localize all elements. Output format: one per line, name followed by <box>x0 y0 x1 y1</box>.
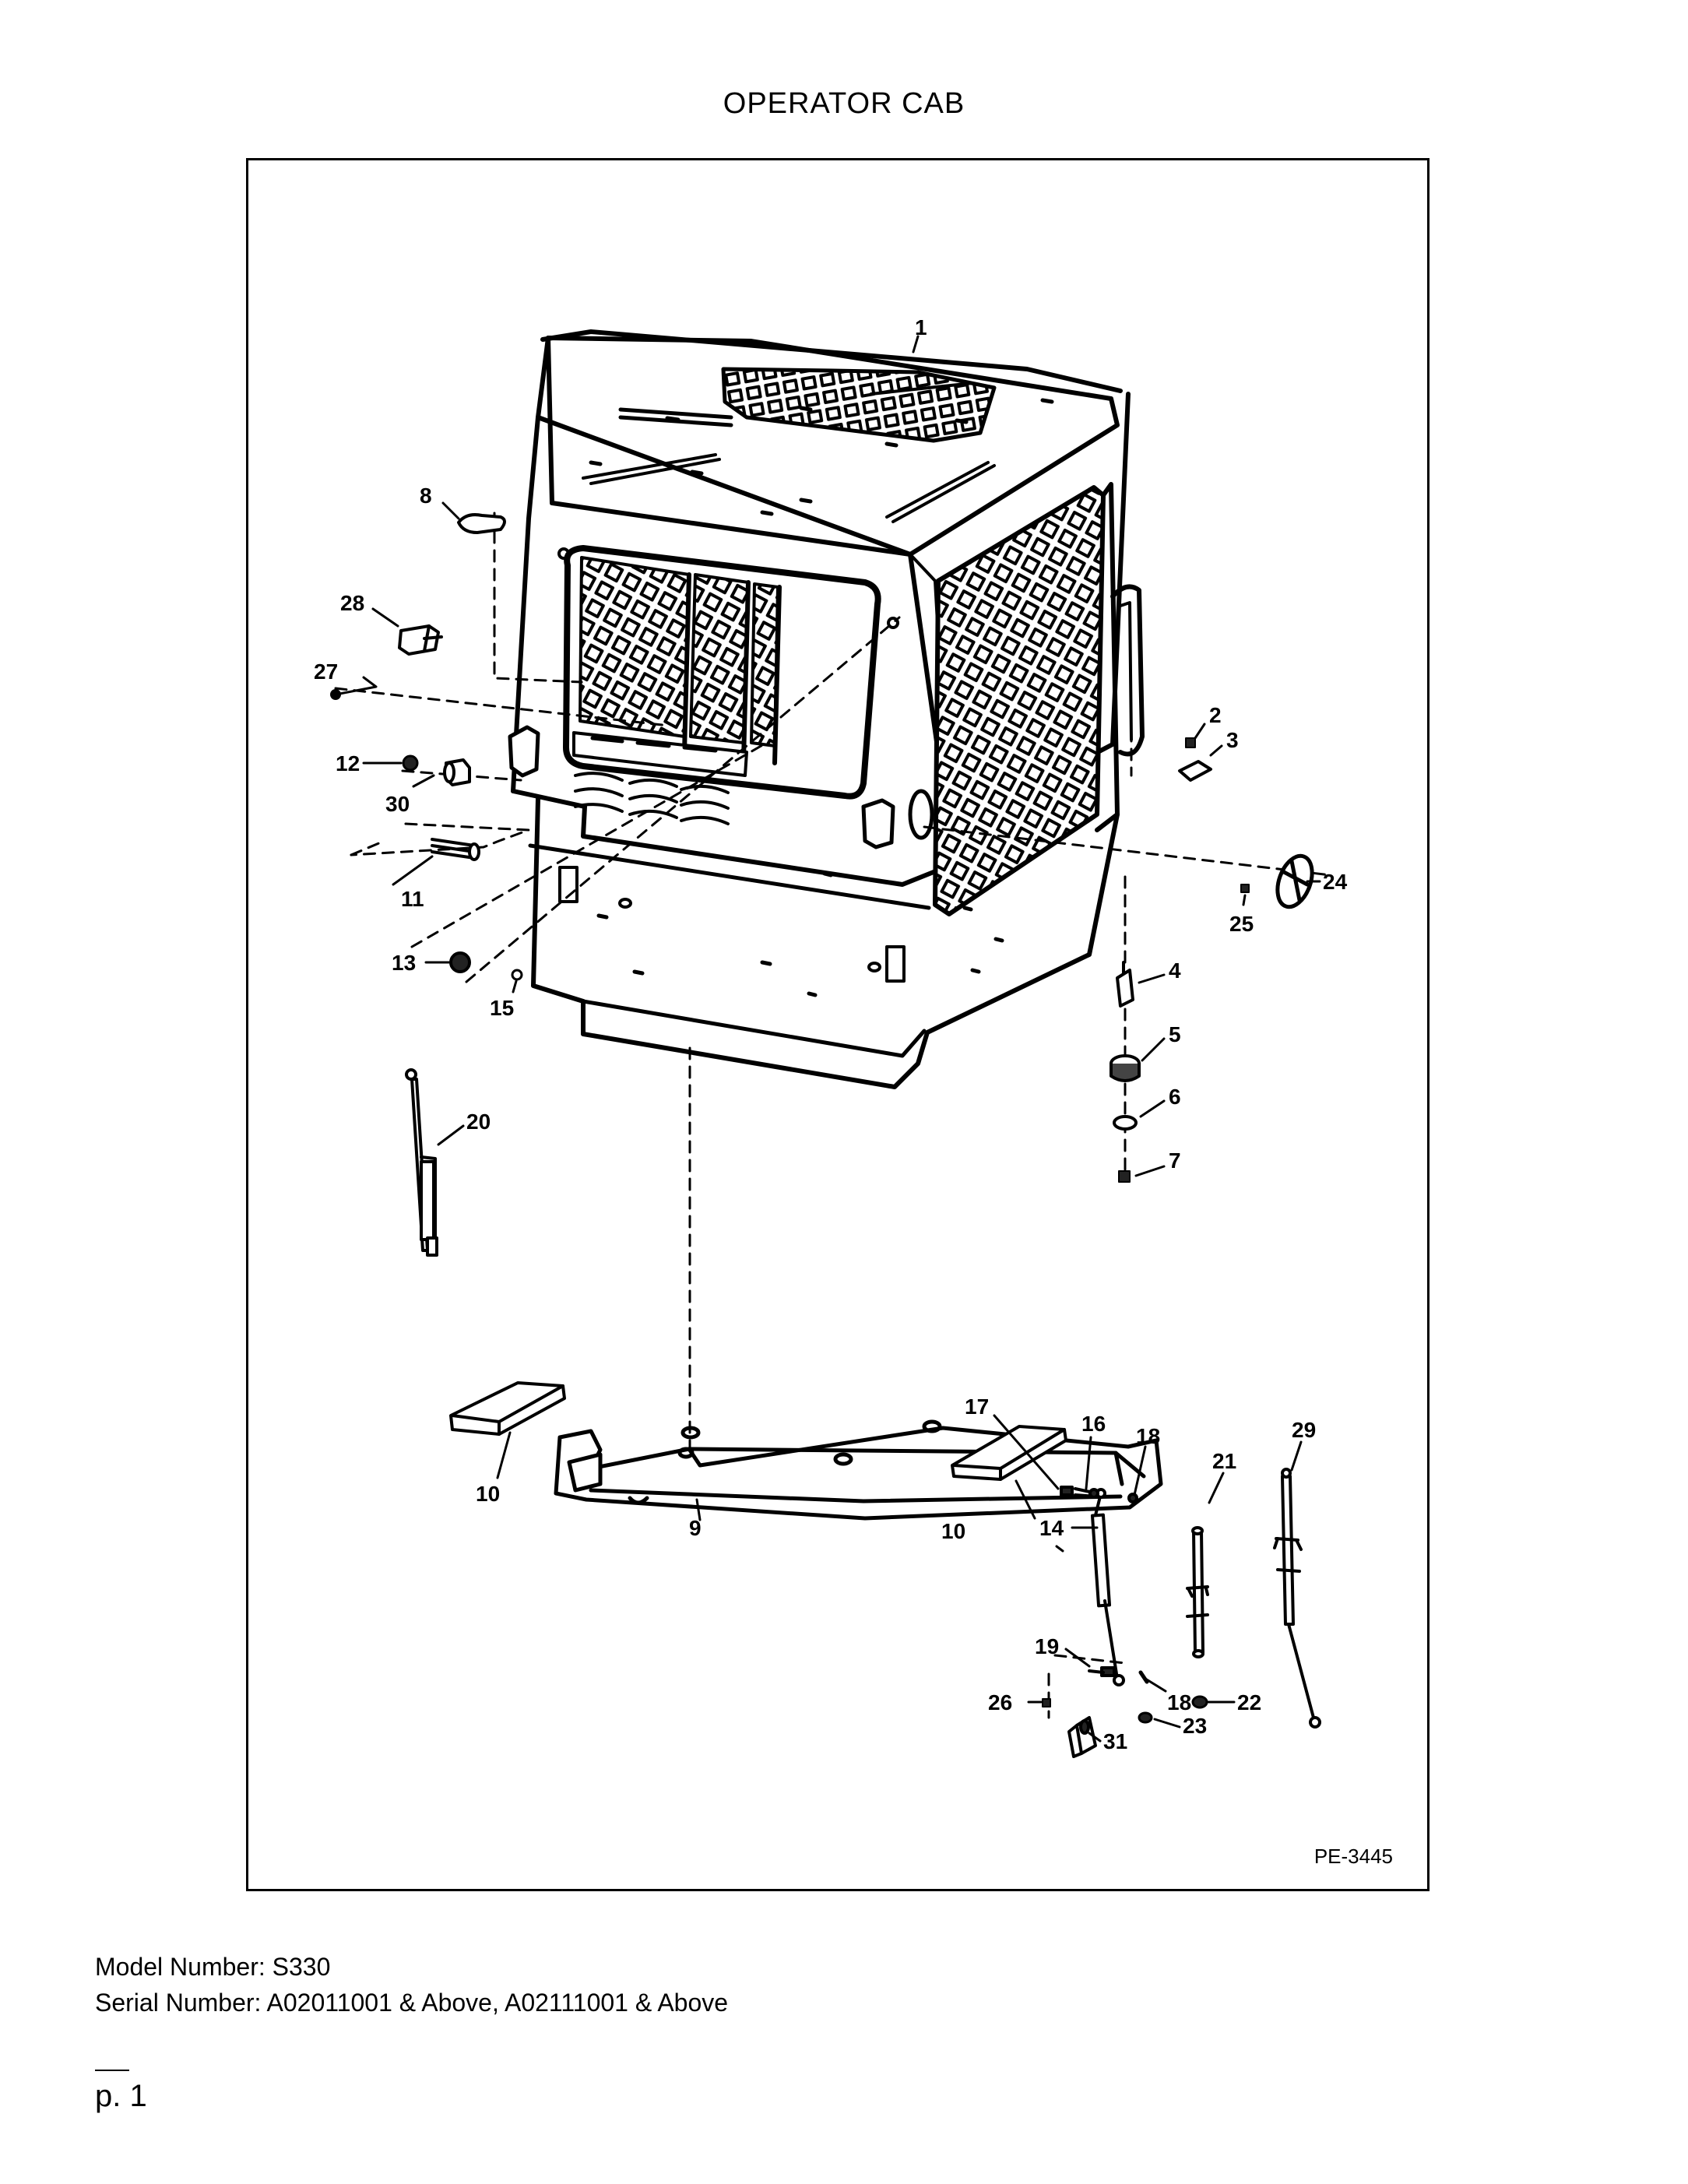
part-14-gas-strut <box>1090 1488 1125 1686</box>
callout-9: 9 <box>689 1516 702 1540</box>
callout-2: 2 <box>1209 703 1222 727</box>
part-29-cylinder <box>1273 1468 1321 1729</box>
callout-24: 24 <box>1323 870 1348 894</box>
part-28-bushing <box>398 624 443 656</box>
callout-3: 3 <box>1226 728 1239 752</box>
callout-28: 28 <box>340 591 364 615</box>
part-13-nut <box>449 951 471 973</box>
part-30-spacer <box>443 758 471 786</box>
part-16-17-18-hardware <box>1060 1486 1138 1503</box>
callout-10-left: 10 <box>476 1482 500 1506</box>
callout-16: 16 <box>1081 1412 1106 1436</box>
callout-5: 5 <box>1169 1022 1181 1046</box>
part-31-bracket <box>1067 1716 1097 1758</box>
model-number: Model Number: S330 <box>95 1953 331 1981</box>
exploded-parts-diagram: 1 2 3 4 5 6 7 8 9 10 10 11 12 13 14 15 1… <box>314 315 1348 1758</box>
diagram-frame: 1 2 3 4 5 6 7 8 9 10 10 11 12 13 14 15 1… <box>246 158 1430 1891</box>
part-10-pad-right <box>951 1425 1067 1481</box>
callout-18-bottom: 18 <box>1167 1690 1191 1714</box>
part-15-washer <box>511 969 523 981</box>
part-9-seat-pan <box>554 1419 1163 1521</box>
callout-13: 13 <box>392 951 416 975</box>
leader-lines <box>334 335 1321 1743</box>
part-12-nut <box>402 754 419 772</box>
callout-21: 21 <box>1212 1449 1236 1473</box>
callout-15: 15 <box>490 996 514 1020</box>
callout-22: 22 <box>1237 1690 1261 1714</box>
assembly-lines <box>334 512 1332 1719</box>
callout-19: 19 <box>1035 1634 1059 1658</box>
part-7-nut <box>1118 1170 1131 1183</box>
page-title: OPERATOR CAB <box>723 87 965 120</box>
page-number-rule <box>95 2070 129 2071</box>
page-number: p. 1 <box>95 2079 147 2113</box>
part-24-knob <box>1275 853 1314 909</box>
callout-8: 8 <box>420 484 432 508</box>
callout-29: 29 <box>1292 1418 1316 1442</box>
callout-14: 14 <box>1039 1516 1064 1540</box>
part-21-cylinder <box>1186 1526 1209 1658</box>
callout-6: 6 <box>1169 1085 1181 1109</box>
part-2-bolt <box>1185 737 1196 748</box>
part-6-washer <box>1113 1115 1138 1131</box>
part-23-nut <box>1138 1711 1153 1724</box>
callout-27: 27 <box>314 659 338 684</box>
part-10-pad-left <box>449 1381 566 1436</box>
front-louvers <box>574 772 730 825</box>
callout-31: 31 <box>1103 1729 1127 1753</box>
callout-18-top: 18 <box>1136 1424 1160 1448</box>
callout-11: 11 <box>401 887 424 911</box>
part-4-latch <box>1116 961 1134 1008</box>
operator-cab <box>508 329 1145 1089</box>
callout-20: 20 <box>466 1110 491 1134</box>
callout-4: 4 <box>1169 958 1181 983</box>
callout-12: 12 <box>336 751 360 775</box>
plate-reference: PE-3445 <box>1313 1845 1393 1868</box>
part-25-bolt <box>1240 884 1250 893</box>
serial-number: Serial Number: A02011001 & Above, A02111… <box>95 1989 729 2017</box>
callout-23: 23 <box>1183 1714 1207 1738</box>
part-8-bracket <box>457 513 506 534</box>
callout-labels: 1 2 3 4 5 6 7 8 9 10 10 11 12 13 14 15 1… <box>314 315 1348 1753</box>
callout-30: 30 <box>385 792 410 816</box>
callout-1: 1 <box>915 315 927 339</box>
callout-26: 26 <box>988 1690 1012 1714</box>
callout-25: 25 <box>1229 912 1254 936</box>
part-5-mount <box>1110 1054 1141 1082</box>
callout-17: 17 <box>965 1394 989 1419</box>
callout-10-right: 10 <box>941 1519 965 1543</box>
part-22-nut <box>1191 1695 1208 1709</box>
part-26-bolt <box>1042 1698 1051 1707</box>
callout-7: 7 <box>1169 1148 1181 1173</box>
part-3-plate <box>1178 760 1212 782</box>
part-11-pin <box>431 838 480 861</box>
part-20-gas-strut <box>405 1068 438 1257</box>
